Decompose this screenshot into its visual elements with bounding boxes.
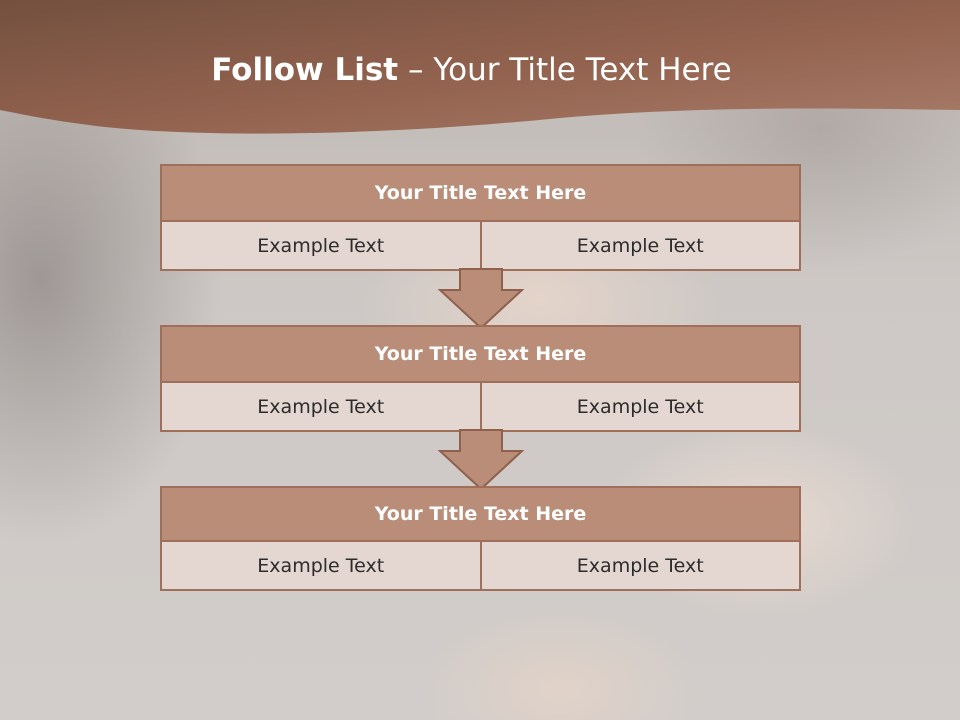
step-row-2: Example Text Example Text	[160, 383, 801, 432]
slide-title-rest: – Your Title Text Here	[398, 52, 732, 88]
step-row-1: Example Text Example Text	[160, 222, 801, 271]
header-band	[0, 0, 960, 134]
step-title-1: Your Title Text Here	[160, 164, 801, 222]
step-1-left-cell: Example Text	[160, 222, 482, 271]
step-title-2: Your Title Text Here	[160, 325, 801, 383]
step-2-left-cell: Example Text	[160, 383, 482, 432]
slide-title: Follow List – Your Title Text Here	[0, 52, 943, 88]
step-box-3: Your Title Text Here Example Text Exampl…	[160, 486, 801, 591]
step-2-right-cell: Example Text	[481, 383, 801, 432]
down-arrow-2	[438, 429, 524, 491]
step-3-left-cell: Example Text	[160, 542, 482, 591]
step-row-3: Example Text Example Text	[160, 542, 801, 591]
step-box-2: Your Title Text Here Example Text Exampl…	[160, 325, 801, 432]
down-arrow-1	[438, 268, 524, 330]
step-box-1: Your Title Text Here Example Text Exampl…	[160, 164, 801, 271]
slide-title-bold: Follow List	[211, 52, 399, 88]
step-1-right-cell: Example Text	[481, 222, 801, 271]
step-title-3: Your Title Text Here	[160, 486, 801, 542]
step-3-right-cell: Example Text	[481, 542, 801, 591]
